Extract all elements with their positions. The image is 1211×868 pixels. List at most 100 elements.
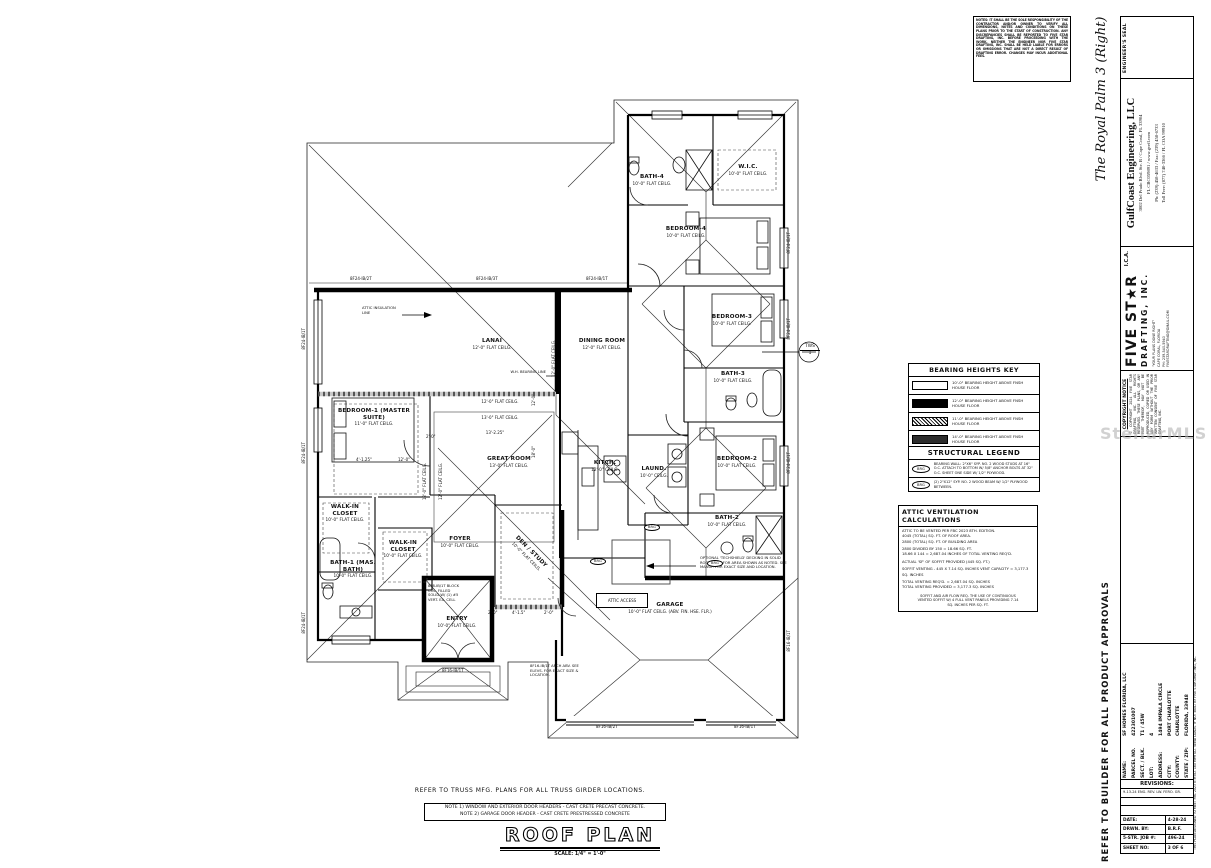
bearing-key-row: 14'-0" BEARING HEIGHT ABOVE FNSH HOUSE F…	[909, 431, 1039, 448]
project-row-statezip: STATE / ZIP:FLORIDA, 33948	[1185, 694, 1191, 778]
header-notes-box: NOTE 1) WINDOW AND EXTERIOR DOOR HEADERS…	[424, 803, 666, 821]
attic-line: 2800 (TOTAL) SQ. FT. OF BUILDING AREA	[902, 539, 978, 544]
drafting-ica-label: I.C.A.	[1124, 251, 1130, 267]
drafting-firm-name: FIVE ST★R	[1124, 274, 1140, 367]
swatch-hatch	[912, 417, 948, 426]
attic-access-label: ATTIC ACCESS	[596, 593, 648, 608]
project-row-name: NAME:SF HOMES FLORIDA, LLC	[1123, 672, 1128, 779]
drafting-firm-sub: DRAFTING, INC.	[1140, 272, 1149, 367]
callout-bottom: 1	[808, 350, 812, 356]
lintel-label: 8F16-IB/2T	[596, 724, 618, 729]
truss-mfg-note: REFER TO TRUSS MFG. PLANS FOR ALL TRUSS …	[414, 787, 646, 794]
engineering-firm-box: GulfCoast Engineering, LLC 3002 Del Prad…	[1120, 78, 1194, 248]
lintel-label: 8F16-IB/1T	[442, 668, 464, 673]
callout-top: TWS	[800, 344, 820, 351]
room-label-kitchen: KITCH.12'-0" CEILG.	[591, 460, 619, 472]
lintel-label-v: 8F24-IB/1T	[786, 452, 791, 474]
issue-table: DATE:4-28-24 DRWN. BY:B.R.F. 5-STR. JOB …	[1120, 815, 1194, 854]
project-row-lot: LOT:4	[1149, 732, 1155, 778]
exterior-walls	[316, 113, 786, 722]
roof-hip-lines	[306, 101, 799, 739]
swatch-solid	[912, 399, 948, 408]
revisions-header: REVISIONS:	[1121, 780, 1193, 789]
note-arch-above: 8F16-IB/1T ARCH ABV. SEE ELEVS. FOR EXAC…	[530, 664, 579, 678]
dim-4-1-25: 4'-1.25"	[356, 457, 372, 462]
issue-row-sheet: SHEET NO:3 OF 6	[1123, 844, 1184, 853]
fine-print-text: THIS PLAN DESIGNED TO MEET FBC 2023 8TH …	[1193, 655, 1197, 850]
drafting-firm-box: FIVE ST★R I.C.A. DRAFTING, INC. "YOUR PL…	[1120, 246, 1194, 372]
leader-arrowheads	[424, 312, 654, 569]
structural-row: BRG(2) 2"X12" SYP. NO. 2 WOOD BEAM W/ 1/…	[909, 478, 1039, 491]
fixtures	[319, 149, 783, 619]
drafting-firm-inner: FIVE ST★R I.C.A. DRAFTING, INC. "YOUR PL…	[1121, 247, 1193, 371]
attic-line: SOFFIT VENTING - 445 X 7.14 SQ. INCHES V…	[902, 567, 1029, 577]
lintel-label-v: 8F24-IB/1T	[301, 328, 306, 350]
engineering-license: FL CBC059891 / www.gcefl.com	[1145, 132, 1151, 194]
lintel-label-v: 8F24-IB/1T	[301, 612, 306, 634]
general-notes-box: NOTES: IT SHALL BE THE SOLE RESPONSIBILI…	[973, 16, 1071, 82]
attic-calcs-title: ATTIC VENTILATION CALCULATIONS	[899, 506, 1037, 527]
project-info-inner: NAME:SF HOMES FLORIDA, LLC PARCEL NO.422…	[1121, 644, 1193, 780]
issue-row-date: DATE:4-28-24	[1121, 816, 1193, 826]
plan-name-script: The Royal Palm 3 (Right)	[1094, 16, 1109, 182]
room-label-bath1: BATH-1 (MAS. BATH)10'-0" FLAT CEILG.	[330, 560, 376, 579]
engineering-tollfree: Toll Free: (877) 740-3366 / FL COA 99910	[1161, 123, 1167, 203]
attic-line: TOTAL VENTING PROVIDED = 3,177.3 SQ. INC…	[902, 585, 994, 590]
dim-13-2: 13'-2.25"	[485, 430, 505, 435]
revision-entry: 9-13-24 ENG. REV. LW. FERO. GR.	[1121, 789, 1193, 798]
issue-row-job: 5-STR. JOB #:496-24	[1121, 834, 1193, 845]
engineers-seal-label: ENGINEER'S SEAL	[1123, 23, 1128, 73]
project-row-parcel: PARCEL NO.422301007	[1131, 707, 1137, 778]
title-underline	[500, 847, 660, 849]
title-underline-2	[500, 850, 660, 851]
engineers-seal-inner: ENGINEER'S SEAL	[1121, 17, 1193, 79]
door-swings	[357, 186, 703, 661]
stellar-mls-watermark: StellarMLS	[1100, 424, 1208, 443]
garage-doors	[566, 716, 776, 726]
room-label-wic4: W.I.C.10'-0" FLAT CEILG.	[728, 164, 768, 176]
lintel-label-v: 8F16-IB/1T	[786, 630, 791, 652]
windows	[313, 110, 789, 645]
bearing-marker-2: BRG	[707, 560, 723, 567]
attic-footnote: SOFFIT AND AIR FLOW REQ. THE USE OF CONT…	[917, 593, 1019, 607]
bearing-marker-3: BRG	[590, 558, 606, 565]
bearing-walls-hatched	[318, 391, 562, 610]
project-row-county: COUNTY:CHARLOTTE	[1176, 705, 1182, 779]
revision-blank-row	[1121, 798, 1193, 806]
brg-symbol: BRG	[912, 480, 930, 489]
lintel-label: 8F16-IB/1T	[734, 724, 756, 729]
lintel-label: 8F24-IB/3T	[476, 276, 498, 281]
lintel-label-v: 8F24-IB/1T	[786, 232, 791, 254]
project-info-box: NAME:SF HOMES FLORIDA, LLC PARCEL NO.422…	[1120, 643, 1194, 781]
lintel-label-v: 8F24-IB/1T	[301, 442, 306, 464]
plan-name-script-wrap: The Royal Palm 3 (Right)	[1094, 16, 1116, 182]
room-label-laundry: LAUND.10'-0" CEILG.	[640, 466, 668, 478]
project-row-address: ADDRESS:1494 IMPALA CIRCLE	[1158, 682, 1164, 778]
dim-2ft-c: 2'-0"	[544, 610, 554, 615]
brg-symbol: BRG	[912, 464, 930, 473]
header-note-2: NOTE 2) GARAGE DOOR HEADER - CAST CRETE …	[460, 811, 630, 817]
bearing-key-title: BEARING HEIGHTS KEY	[909, 364, 1039, 377]
swatch-outline	[912, 381, 948, 390]
header-note-1: NOTE 1) WINDOW AND EXTERIOR DOOR HEADERS…	[444, 805, 646, 810]
revisions-box: REVISIONS: 9-13-24 ENG. REV. LW. FERO. G…	[1120, 779, 1194, 817]
revision-blank-row	[1121, 806, 1193, 813]
swatch-solid-dark	[912, 435, 948, 444]
engineers-seal-box: ENGINEER'S SEAL	[1120, 16, 1194, 80]
refer-builder-wrap: REFER TO BUILDER FOR ALL PRODUCT APPROVA…	[1100, 581, 1114, 862]
bearing-heights-key: BEARING HEIGHTS KEY 10'-0" BEARING HEIGH…	[908, 363, 1040, 449]
engineering-address: 3002 Del Prado Blvd. Ste. B / Cape Coral…	[1138, 114, 1143, 212]
note-entry-column: 8F8-IB/1T BLOCK COL. FILLED SOLID W/ (1)…	[428, 584, 460, 602]
project-row-sect: SECT. / BLK.T1 / 45W	[1140, 713, 1146, 778]
fine-print-wrap: THIS PLAN DESIGNED TO MEET FBC 2023 8TH …	[1193, 645, 1202, 850]
